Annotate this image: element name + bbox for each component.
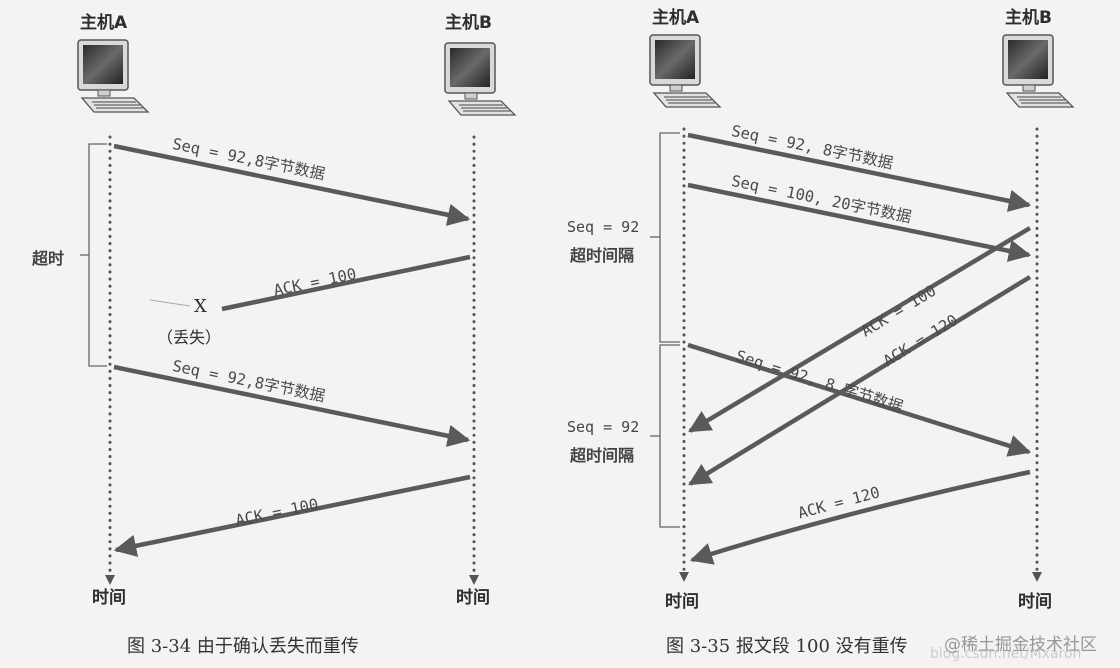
- arrow-ack100: [113, 474, 471, 557]
- arrow-ack120-second: [689, 469, 1031, 565]
- arrow-ack100-lost: [221, 254, 471, 312]
- host-a-label: 主机A: [80, 13, 128, 33]
- watermark: @稀土掘金技术社区: [944, 635, 1097, 655]
- timeline-arrowhead-icon: [469, 575, 479, 585]
- computer-icon-host-b: [1002, 34, 1074, 108]
- time-label-b: 时间: [456, 588, 490, 608]
- timeout-interval-seq-label: Seq = 92: [567, 218, 640, 236]
- timeline-arrowhead-icon: [1032, 572, 1042, 582]
- figure-caption-3-35: 图 3-35 报文段 100 没有重传: [666, 636, 908, 657]
- timeout-bracket: [88, 143, 107, 367]
- arrow-seq92-first: [113, 143, 471, 226]
- time-label-b: 时间: [1018, 592, 1052, 612]
- time-label-a: 时间: [665, 592, 699, 612]
- host-b-label: 主机B: [445, 13, 492, 33]
- computer-icon-host-a: [649, 34, 721, 108]
- arrow-ack120-first: [688, 275, 1032, 486]
- computer-icon-host-b: [444, 42, 516, 116]
- watermark-sub: blog.csdn.net/Mxaron: [930, 646, 1082, 662]
- lost-dash: [149, 299, 191, 307]
- fig-3-35-graphics: [649, 34, 1074, 582]
- arrow-seq92: [687, 132, 1032, 212]
- figure-caption-3-34: 图 3-34 由于确认丢失而重传: [127, 636, 359, 657]
- arrow-seq92-resend: [687, 342, 1032, 457]
- timeline-arrowhead-icon: [105, 575, 115, 585]
- fig-3-34-graphics: [77, 39, 516, 585]
- time-label-a: 时间: [92, 588, 126, 608]
- host-a-label: 主机A: [652, 8, 700, 28]
- arrow-seq100: [687, 182, 1032, 262]
- timeout-label: 超时: [32, 249, 65, 268]
- timeout-interval-label: 超时间隔: [570, 446, 635, 465]
- timeout-bracket-1: [659, 132, 680, 343]
- timeout-interval-label: 超时间隔: [570, 246, 635, 265]
- computer-icon-host-a: [77, 39, 149, 113]
- timeline-arrowhead-icon: [679, 572, 689, 582]
- lost-label: （丢失）: [157, 328, 222, 347]
- timeout-interval-seq-label: Seq = 92: [567, 418, 640, 436]
- lost-marker: X: [194, 296, 207, 317]
- host-b-label: 主机B: [1005, 8, 1052, 28]
- timeout-bracket-2: [659, 344, 680, 528]
- arrow-seq92-resend: [113, 364, 471, 447]
- arrow-ack100: [688, 226, 1032, 433]
